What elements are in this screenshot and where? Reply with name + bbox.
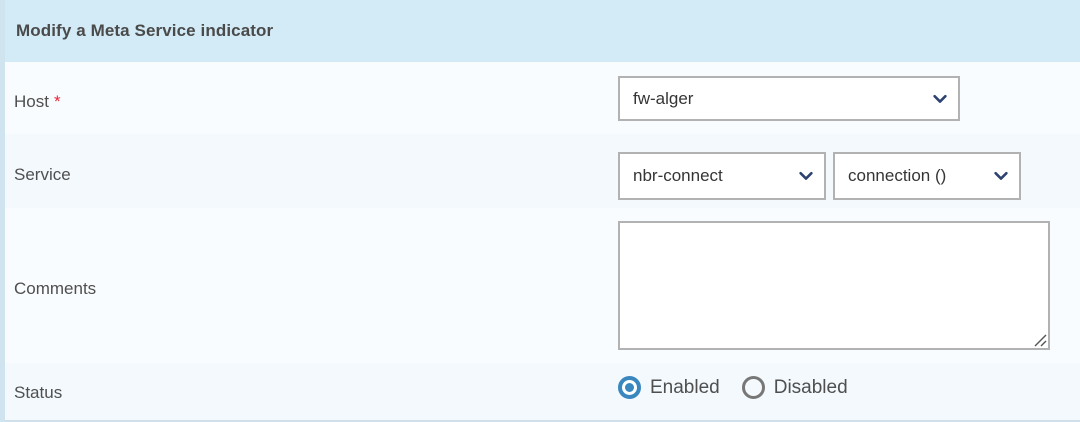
chevron-down-icon (993, 168, 1009, 184)
status-label: Status (14, 383, 63, 402)
required-asterisk-icon: * (53, 92, 61, 111)
status-radio-enabled-label: Enabled (650, 376, 720, 398)
service-select[interactable]: nbr-connect (618, 152, 826, 200)
service-metric-select[interactable]: connection () (833, 152, 1021, 200)
comments-label: Comments (14, 279, 97, 298)
service-label: Service (14, 165, 71, 184)
chevron-down-icon (798, 168, 814, 184)
service-select-value: nbr-connect (633, 166, 723, 185)
radio-unselected-icon (741, 376, 765, 399)
status-radio-disabled[interactable]: Disabled (741, 376, 848, 399)
host-select[interactable]: fw-alger (618, 76, 960, 121)
status-radio-enabled[interactable]: Enabled (618, 376, 720, 399)
page-title: Modify a Meta Service indicator (16, 21, 274, 40)
form-row-status (0, 363, 1080, 421)
status-radio-disabled-label: Disabled (773, 376, 848, 398)
host-label-text: Host (14, 92, 49, 111)
status-radio-group: Enabled Disabled (618, 376, 848, 399)
chevron-down-icon (932, 91, 948, 107)
host-label: Host* (14, 92, 61, 112)
form-header-bar: Modify a Meta Service indicator (0, 0, 1080, 62)
comments-textarea[interactable] (618, 221, 1050, 350)
service-metric-select-value: connection () (848, 166, 947, 185)
panel-left-accent-strip (0, 0, 5, 422)
radio-selected-icon (618, 376, 641, 399)
host-select-value: fw-alger (633, 88, 694, 108)
form-bottom-divider (0, 420, 1080, 422)
